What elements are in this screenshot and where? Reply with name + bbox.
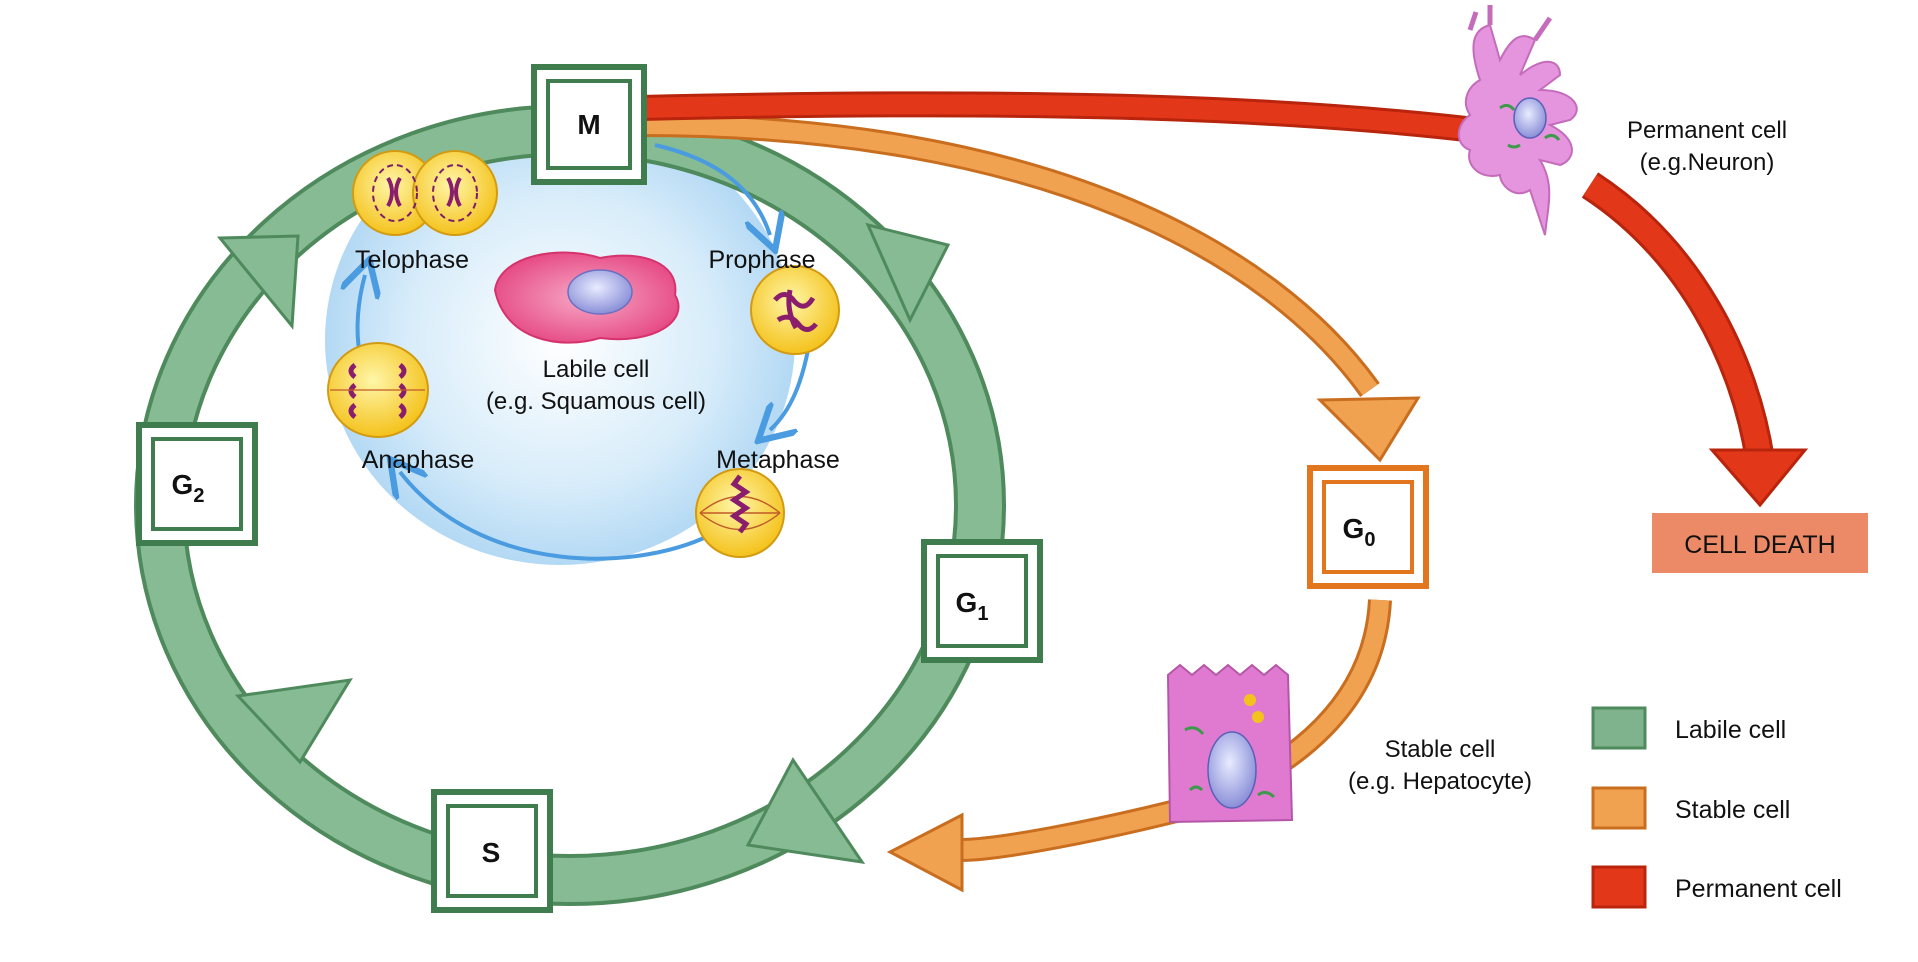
box-g2-label: G (172, 469, 194, 500)
permanent-cell-example: (e.g.Neuron) (1640, 149, 1775, 176)
telophase-label: Telophase (355, 246, 469, 274)
anaphase-label: Anaphase (362, 446, 475, 474)
box-g0-subscript: 0 (1364, 529, 1375, 551)
hepatocyte-cell (1166, 663, 1294, 824)
legend-label-stable: Stable cell (1675, 796, 1790, 824)
mitosis-arrows (358, 143, 810, 561)
box-g2-subscript: 2 (193, 485, 204, 507)
prophase-label: Prophase (708, 246, 815, 274)
permanent-cell-label: Permanent cell (1627, 117, 1787, 144)
legend-label-labile: Labile cell (1675, 716, 1786, 744)
legend-swatch-stable (1591, 786, 1647, 830)
ring-arrowhead-1 (865, 222, 951, 324)
legend-swatch-permanent (1591, 865, 1647, 909)
box-g1-label: G (956, 587, 978, 618)
labile-cell-label: Labile cell (543, 356, 650, 383)
ring-arrowhead-4 (216, 234, 300, 330)
svg-text:M: M (577, 109, 600, 140)
box-g0: G0 (1307, 465, 1429, 589)
stable-cell-example: (e.g. Hepatocyte) (1348, 768, 1532, 795)
box-g1-subscript: 1 (977, 603, 988, 625)
box-g2: G2 (136, 422, 258, 546)
svg-text:G1: G1 (956, 587, 989, 625)
cell-death-box: CELL DEATH (1652, 513, 1868, 573)
svg-text:G2: G2 (172, 469, 205, 507)
prophase-cell (750, 265, 840, 355)
ring-arrowhead-2 (745, 757, 866, 864)
squamous-cell (493, 251, 680, 344)
box-s-label: S (482, 837, 501, 868)
ring-arrowhead-3 (234, 678, 353, 765)
neuron-cell (1457, 5, 1578, 236)
box-g0-label: G (1343, 513, 1365, 544)
stable-cell-label: Stable cell (1385, 736, 1496, 763)
metaphase-cell (695, 468, 785, 558)
cell-death-label: CELL DEATH (1684, 531, 1835, 559)
svg-text:G0: G0 (1343, 513, 1376, 551)
box-m: M (531, 64, 647, 185)
box-g1: G1 (921, 539, 1043, 663)
svg-text:S: S (482, 837, 501, 868)
anaphase-cell (327, 342, 429, 438)
legend: Labile cell Stable cell Permanent cell (1591, 706, 1842, 909)
legend-label-permanent: Permanent cell (1675, 875, 1842, 903)
metaphase-label: Metaphase (716, 446, 840, 474)
telophase-cell (352, 150, 498, 236)
legend-swatch-labile (1591, 706, 1647, 750)
box-s: S (431, 789, 553, 913)
box-m-label: M (577, 109, 600, 140)
permanent-pathway (639, 91, 1809, 508)
labile-cell-example: (e.g. Squamous cell) (486, 388, 706, 415)
